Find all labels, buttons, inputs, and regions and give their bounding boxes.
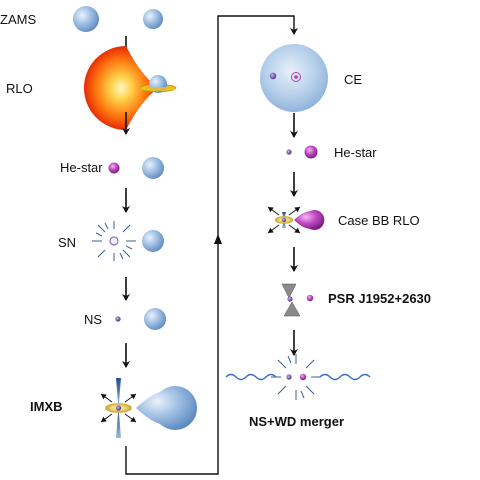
neutron-star <box>269 72 277 80</box>
roche-lobe-donor <box>136 386 198 430</box>
he-core-ring <box>291 72 301 82</box>
pulsar <box>287 296 293 302</box>
merger-burst <box>271 354 321 400</box>
stage-label-imxb: IMXB <box>30 399 63 414</box>
case-bb-system <box>267 206 325 234</box>
jet-up <box>116 378 121 408</box>
sn-remnant-core <box>109 236 119 246</box>
accretion-disk-front <box>140 87 176 91</box>
primary-star <box>73 6 99 32</box>
stage-label-zams: ZAMS <box>0 12 36 27</box>
stage-label-ns: NS <box>84 312 102 327</box>
he-core <box>294 75 298 79</box>
common-envelope <box>260 44 328 112</box>
rlo-donor-star <box>84 46 158 130</box>
imxb-system <box>100 378 198 438</box>
neutron-star <box>115 405 122 411</box>
secondary-star <box>143 9 163 29</box>
stage-label-case-bb-rlo: Case BB RLO <box>338 213 420 228</box>
white-dwarf <box>299 373 307 381</box>
neutron-star <box>115 316 121 322</box>
supernova-burst <box>92 221 136 261</box>
he-star <box>304 145 318 159</box>
beam-down <box>283 301 301 317</box>
stage-label-psr: PSR J1952+2630 <box>328 291 431 306</box>
jet-down <box>116 408 121 438</box>
neutron-star <box>281 217 287 223</box>
neutron-star <box>286 149 292 155</box>
companion-star <box>142 157 164 179</box>
stage-label-rlo: RLO <box>6 81 33 96</box>
flow-connector <box>125 15 298 475</box>
stage-label-he-star-right: He-star <box>334 145 377 160</box>
white-dwarf <box>306 294 314 302</box>
pulsar-system <box>281 283 314 317</box>
beam-up <box>281 283 297 299</box>
stage-label-sn: SN <box>58 235 76 250</box>
he-star-donor <box>294 210 325 230</box>
connector-arrowhead <box>214 234 222 244</box>
gravitational-wave-right <box>319 373 371 381</box>
companion-star <box>144 308 166 330</box>
stage-label-merger: NS+WD merger <box>249 414 344 429</box>
neutron-star <box>286 374 292 380</box>
gravitational-wave-left <box>225 373 277 381</box>
he-star <box>108 162 120 174</box>
stage-label-ce: CE <box>344 72 362 87</box>
companion-star <box>142 230 164 252</box>
stage-label-he-star-left: He-star <box>60 160 103 175</box>
